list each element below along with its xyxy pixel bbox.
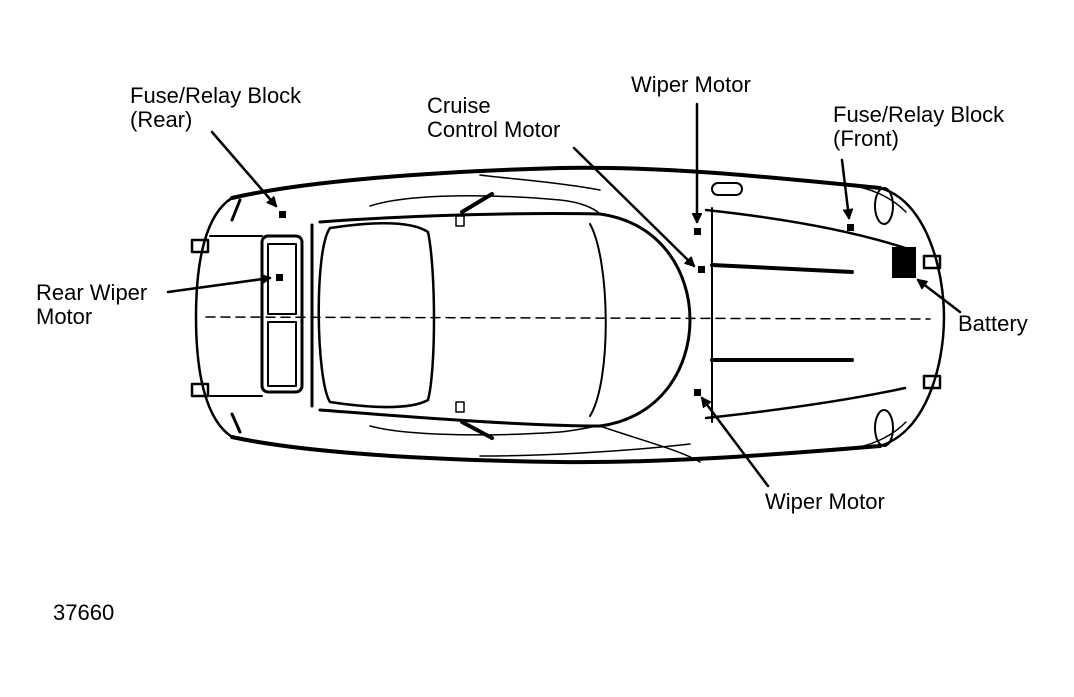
component-markers bbox=[276, 211, 916, 396]
arrow-battery bbox=[918, 278, 962, 314]
cruise-marker bbox=[698, 266, 705, 273]
label-line: Wiper Motor bbox=[631, 72, 751, 97]
centerline bbox=[205, 316, 931, 320]
leader-arrows bbox=[166, 102, 962, 488]
label-line: Fuse/Relay Block bbox=[833, 102, 1005, 127]
label-line: Motor bbox=[36, 304, 93, 329]
label-cruise-control-motor: Cruise Control Motor bbox=[427, 94, 560, 142]
figure-number: 37660 bbox=[53, 600, 115, 625]
label-wiper-motor-top: Wiper Motor bbox=[631, 73, 751, 97]
wiper-bottom-marker bbox=[694, 389, 701, 396]
arrow-wiper-bottom bbox=[700, 398, 770, 488]
label-line: Battery bbox=[958, 311, 1028, 336]
wiper-top-marker bbox=[694, 228, 701, 235]
label-rear-wiper-motor: Rear Wiper Motor bbox=[36, 281, 147, 329]
label-line: (Front) bbox=[833, 126, 899, 151]
arrow-fuse-rear bbox=[210, 130, 278, 206]
label-fuse-relay-block-front: Fuse/Relay Block (Front) bbox=[833, 103, 1004, 151]
rear-wiper-marker bbox=[276, 274, 283, 281]
label-line: Control Motor bbox=[427, 117, 561, 142]
hood-panel bbox=[704, 182, 907, 423]
label-line: (Rear) bbox=[130, 107, 193, 132]
rear-hatch bbox=[209, 198, 304, 434]
arrow-cruise bbox=[572, 146, 696, 268]
fuse-front-marker bbox=[847, 224, 854, 231]
car-body-outline bbox=[194, 165, 946, 465]
cabin bbox=[310, 174, 701, 463]
battery-icon bbox=[892, 247, 916, 278]
arrow-fuse-front bbox=[840, 158, 849, 218]
headlights bbox=[874, 187, 894, 447]
arrow-rear-wiper bbox=[166, 278, 270, 294]
label-line: Wiper Motor bbox=[765, 489, 885, 514]
label-wiper-motor-bottom: Wiper Motor bbox=[765, 490, 885, 514]
fuse-rear-marker bbox=[279, 211, 286, 218]
label-line: Rear Wiper bbox=[36, 280, 148, 305]
label-battery: Battery bbox=[958, 312, 1028, 336]
label-line: Cruise bbox=[427, 93, 491, 118]
label-line: Fuse/Relay Block bbox=[130, 83, 302, 108]
bumpers bbox=[190, 238, 942, 398]
label-fuse-relay-block-rear: Fuse/Relay Block (Rear) bbox=[130, 84, 301, 132]
